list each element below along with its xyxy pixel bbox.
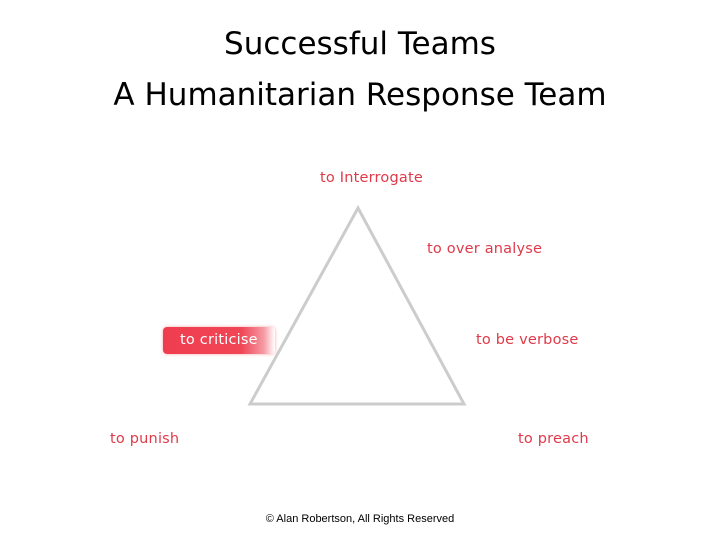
label-criticise: to criticise	[180, 332, 258, 348]
slide-title: Successful Teams	[224, 26, 496, 62]
label-interrogate: to Interrogate	[320, 170, 423, 186]
triangle-shape	[247, 204, 467, 406]
slide-subtitle: A Humanitarian Response Team	[113, 77, 607, 113]
highlighted-label-box: to criticise	[163, 327, 275, 354]
label-be-verbose: to be verbose	[476, 332, 579, 348]
label-over-analyse: to over analyse	[427, 241, 543, 257]
copyright-notice: © Alan Robertson, All Rights Reserved	[265, 513, 455, 525]
label-punish: to punish	[110, 431, 180, 447]
label-preach: to preach	[518, 431, 589, 447]
